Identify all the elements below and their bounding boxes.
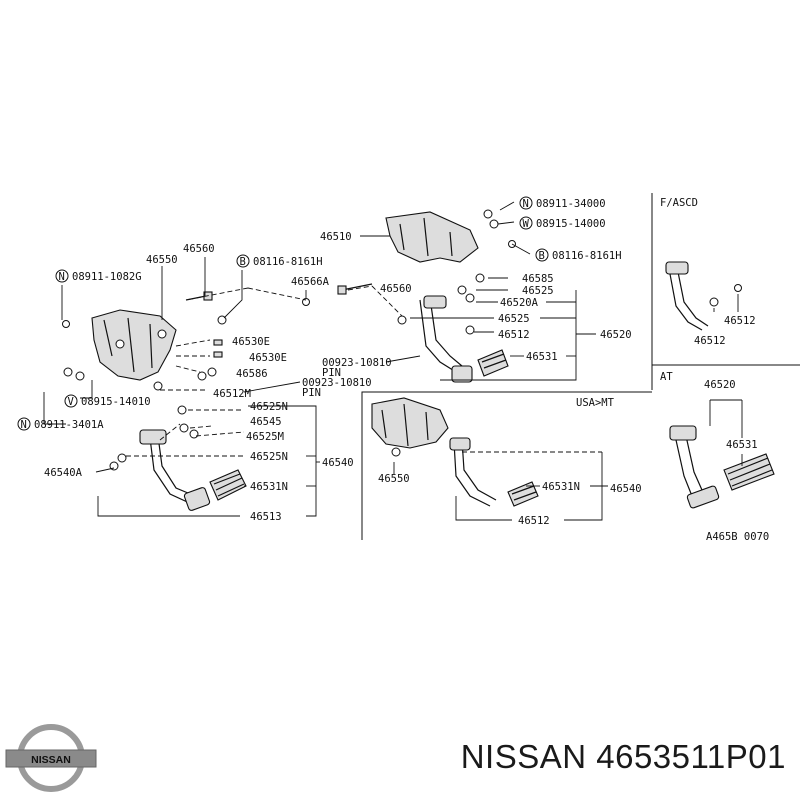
label-46560: 46560 — [183, 243, 215, 255]
label-46540-mt: 46540 — [610, 483, 642, 495]
logo-text: NISSAN — [31, 754, 71, 766]
label-46512-asc-a: 46512 — [724, 315, 756, 327]
top-center-pedal — [419, 295, 509, 383]
label-08911-34000: 08911-34000 — [536, 198, 606, 210]
bolt-symbol-letter-1: B — [240, 256, 246, 268]
washer-symbol-1 — [64, 394, 78, 408]
label-46550: 46550 — [146, 254, 178, 266]
label-46512-asc-b: 46512 — [694, 335, 726, 347]
label-46520-at: 46520 — [704, 379, 736, 391]
label-08911-1082g: 08911-1082G — [72, 271, 142, 283]
nut-symbol-3 — [519, 196, 533, 210]
nut-symbol-letter-1: N — [59, 271, 65, 283]
fastener-symbols: N B V N N W B — [17, 196, 549, 431]
label-08116-8161h-right: 08116-8161H — [552, 250, 622, 262]
label-46585: 46585 — [522, 273, 554, 285]
label-08911-3401a: 08911-3401A — [34, 419, 104, 431]
label-46525n-a: 46525N — [250, 401, 288, 413]
label-46531n-mt: 46531N — [542, 481, 580, 493]
label-46520a: 46520A — [500, 297, 539, 309]
label-46525-top: 46525 — [522, 285, 554, 297]
top-center-bracket — [337, 211, 479, 295]
left-pedal-arm — [139, 429, 247, 511]
at-pedal — [669, 425, 775, 509]
bolt-symbol-2 — [535, 248, 549, 262]
label-46531-top: 46531 — [526, 351, 558, 363]
label-46512-mt: 46512 — [518, 515, 550, 527]
part-number-title: NISSAN 4653511P01 — [460, 738, 786, 775]
label-46550-mt: 46550 — [378, 473, 410, 485]
logo-bar — [5, 749, 97, 768]
label-08116-8161h-left: 08116-8161H — [253, 256, 323, 268]
label-pin-b: PIN — [322, 367, 341, 379]
washer-symbol-2 — [519, 216, 533, 230]
label-46520-top: 46520 — [600, 329, 632, 341]
label-46512m: 46512M — [213, 388, 251, 400]
label-46513: 46513 — [250, 511, 282, 523]
label-08915-14010: 08915-14010 — [81, 396, 151, 408]
washer-symbol-letter-2: W — [523, 218, 530, 230]
label-46525m: 46525M — [246, 431, 284, 443]
label-46540a: 46540A — [44, 467, 83, 479]
bolt-symbol-letter-2: B — [539, 250, 545, 262]
label-46566a: 46566A — [291, 276, 330, 288]
nut-symbol-letter-3: N — [523, 198, 529, 210]
top-center-small-parts — [397, 209, 516, 335]
nissan-logo: NISSAN — [5, 724, 97, 792]
label-46545: 46545 — [250, 416, 282, 428]
label-pin-a: PIN — [302, 387, 321, 399]
mt-pedal — [449, 437, 539, 507]
label-46560-top: 46560 — [380, 283, 412, 295]
bolt-symbol-1 — [236, 254, 250, 268]
label-00923-10810-b: 00923-10810 — [322, 357, 392, 369]
leader-lines — [43, 201, 743, 521]
label-46525n-b: 46525N — [250, 451, 288, 463]
label-46540-left: 46540 — [322, 457, 354, 469]
washer-symbol-letter-1: V — [68, 396, 75, 408]
section-label-asc: F/ASCD — [660, 197, 698, 209]
section-frames — [361, 193, 800, 540]
nut-symbol-letter-2: N — [21, 419, 27, 431]
label-46531-at: 46531 — [726, 439, 758, 451]
nut-symbol-2 — [17, 417, 31, 431]
label-08915-14000: 08915-14000 — [536, 218, 606, 230]
label-46510: 46510 — [320, 231, 352, 243]
label-46531n-left: 46531N — [250, 481, 288, 493]
label-46530e-b: 46530E — [249, 352, 287, 364]
nut-symbol-1 — [55, 269, 69, 283]
label-46512-top: 46512 — [498, 329, 530, 341]
label-46586: 46586 — [236, 368, 268, 380]
diagram-code: A465B 0070 — [706, 531, 769, 543]
left-bracket — [91, 309, 177, 381]
section-label-at: AT — [660, 371, 673, 383]
label-46530e-a: 46530E — [232, 336, 270, 348]
left-small-parts — [62, 291, 310, 471]
label-46525-b: 46525 — [498, 313, 530, 325]
section-label-usa-mt: USA>MT — [576, 397, 615, 409]
label-00923-10810-a: 00923-10810 — [302, 377, 372, 389]
mt-bracket — [371, 397, 449, 457]
asc-pedal — [665, 261, 742, 331]
